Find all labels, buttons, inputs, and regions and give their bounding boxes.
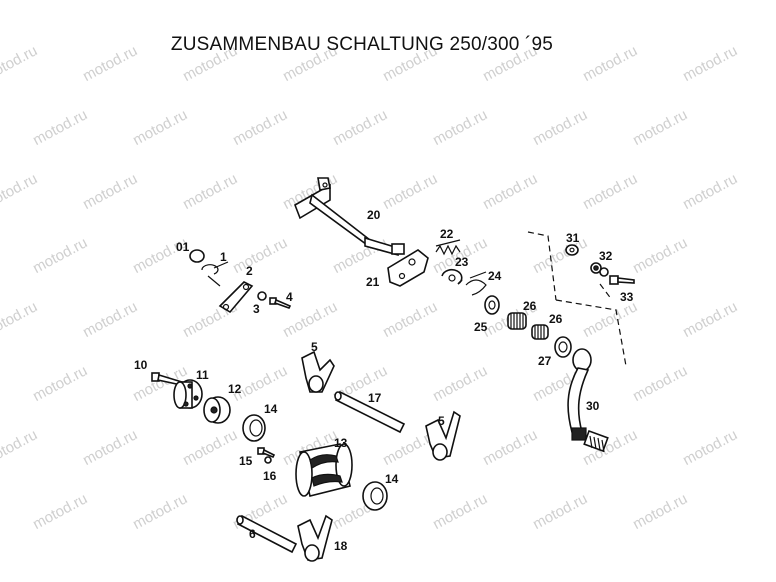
label-part-30: 30 (586, 399, 600, 413)
label-part-15: 15 (239, 454, 253, 468)
part-32-lock-washer (590, 262, 609, 277)
label-part-4: 4 (286, 290, 293, 304)
part-2-lever (218, 281, 254, 314)
diagram-title: ZUSAMMENBAU SCHALTUNG 250/300 ´95 (0, 34, 776, 56)
label-part-26-left: 26 (523, 299, 537, 313)
part-26-needle-bearing (507, 312, 549, 340)
part-18-fork (297, 514, 333, 562)
label-part-16: 16 (263, 469, 277, 483)
part-30-shift-lever (567, 348, 609, 453)
part-24-spring (465, 271, 487, 296)
part-20-shift-shaft (294, 177, 405, 257)
label-part-14-upper: 14 (264, 402, 278, 416)
part-22-spring (435, 239, 461, 256)
label-part-18: 18 (334, 539, 348, 553)
label-part-3: 3 (253, 302, 260, 316)
label-part-1: 1 (220, 250, 227, 264)
part-33-bolt (609, 275, 635, 285)
part-25-washer (484, 295, 500, 315)
part-6-fork-rod (236, 514, 298, 554)
label-part-20: 20 (367, 208, 381, 222)
part-21-bracket (387, 249, 429, 287)
part-4-bolt (269, 297, 292, 309)
part-17-fork-rod (334, 390, 406, 434)
label-part-12: 12 (228, 382, 242, 396)
part-23-clip (441, 268, 463, 285)
label-part-5-lower: 5 (438, 414, 445, 428)
part-1-spring (201, 261, 229, 287)
label-part-25: 25 (474, 320, 488, 334)
label-part-31: 31 (566, 231, 580, 245)
label-part-21: 21 (366, 275, 380, 289)
label-part-26-right: 26 (549, 312, 563, 326)
label-part-5-upper: 5 (311, 340, 318, 354)
part-16-washer (264, 456, 272, 464)
label-part-01: 01 (176, 240, 190, 254)
diagram-title-text: ZUSAMMENBAU SCHALTUNG 250/300 ´95 (170, 34, 554, 55)
part-14-bearing-upper (242, 414, 266, 442)
label-part-24: 24 (488, 269, 502, 283)
label-part-33: 33 (620, 290, 634, 304)
label-part-22: 22 (440, 227, 454, 241)
part-27-seal (554, 336, 572, 358)
part-15-bolt (257, 447, 276, 459)
label-part-6: 6 (249, 527, 256, 541)
part-14-bearing-lower (362, 481, 388, 511)
label-part-23: 23 (455, 255, 469, 269)
part-01-cap (189, 249, 205, 263)
label-part-14-lower: 14 (385, 472, 399, 486)
assembly-guide-lines (527, 231, 627, 367)
label-part-32: 32 (599, 249, 613, 263)
part-13-shift-drum (295, 443, 353, 497)
part-5-fork-upper (301, 350, 335, 393)
label-part-17: 17 (368, 391, 382, 405)
part-3-washer (257, 291, 267, 301)
label-part-10: 10 (134, 358, 148, 372)
part-12-star-wheel (203, 396, 231, 424)
part-31-washer (565, 244, 579, 256)
part-5-fork-lower (425, 410, 461, 461)
part-11-cam (173, 379, 203, 409)
label-part-2: 2 (246, 264, 253, 278)
label-part-27: 27 (538, 354, 552, 368)
label-part-11: 11 (196, 368, 209, 382)
label-part-13: 13 (334, 436, 348, 450)
